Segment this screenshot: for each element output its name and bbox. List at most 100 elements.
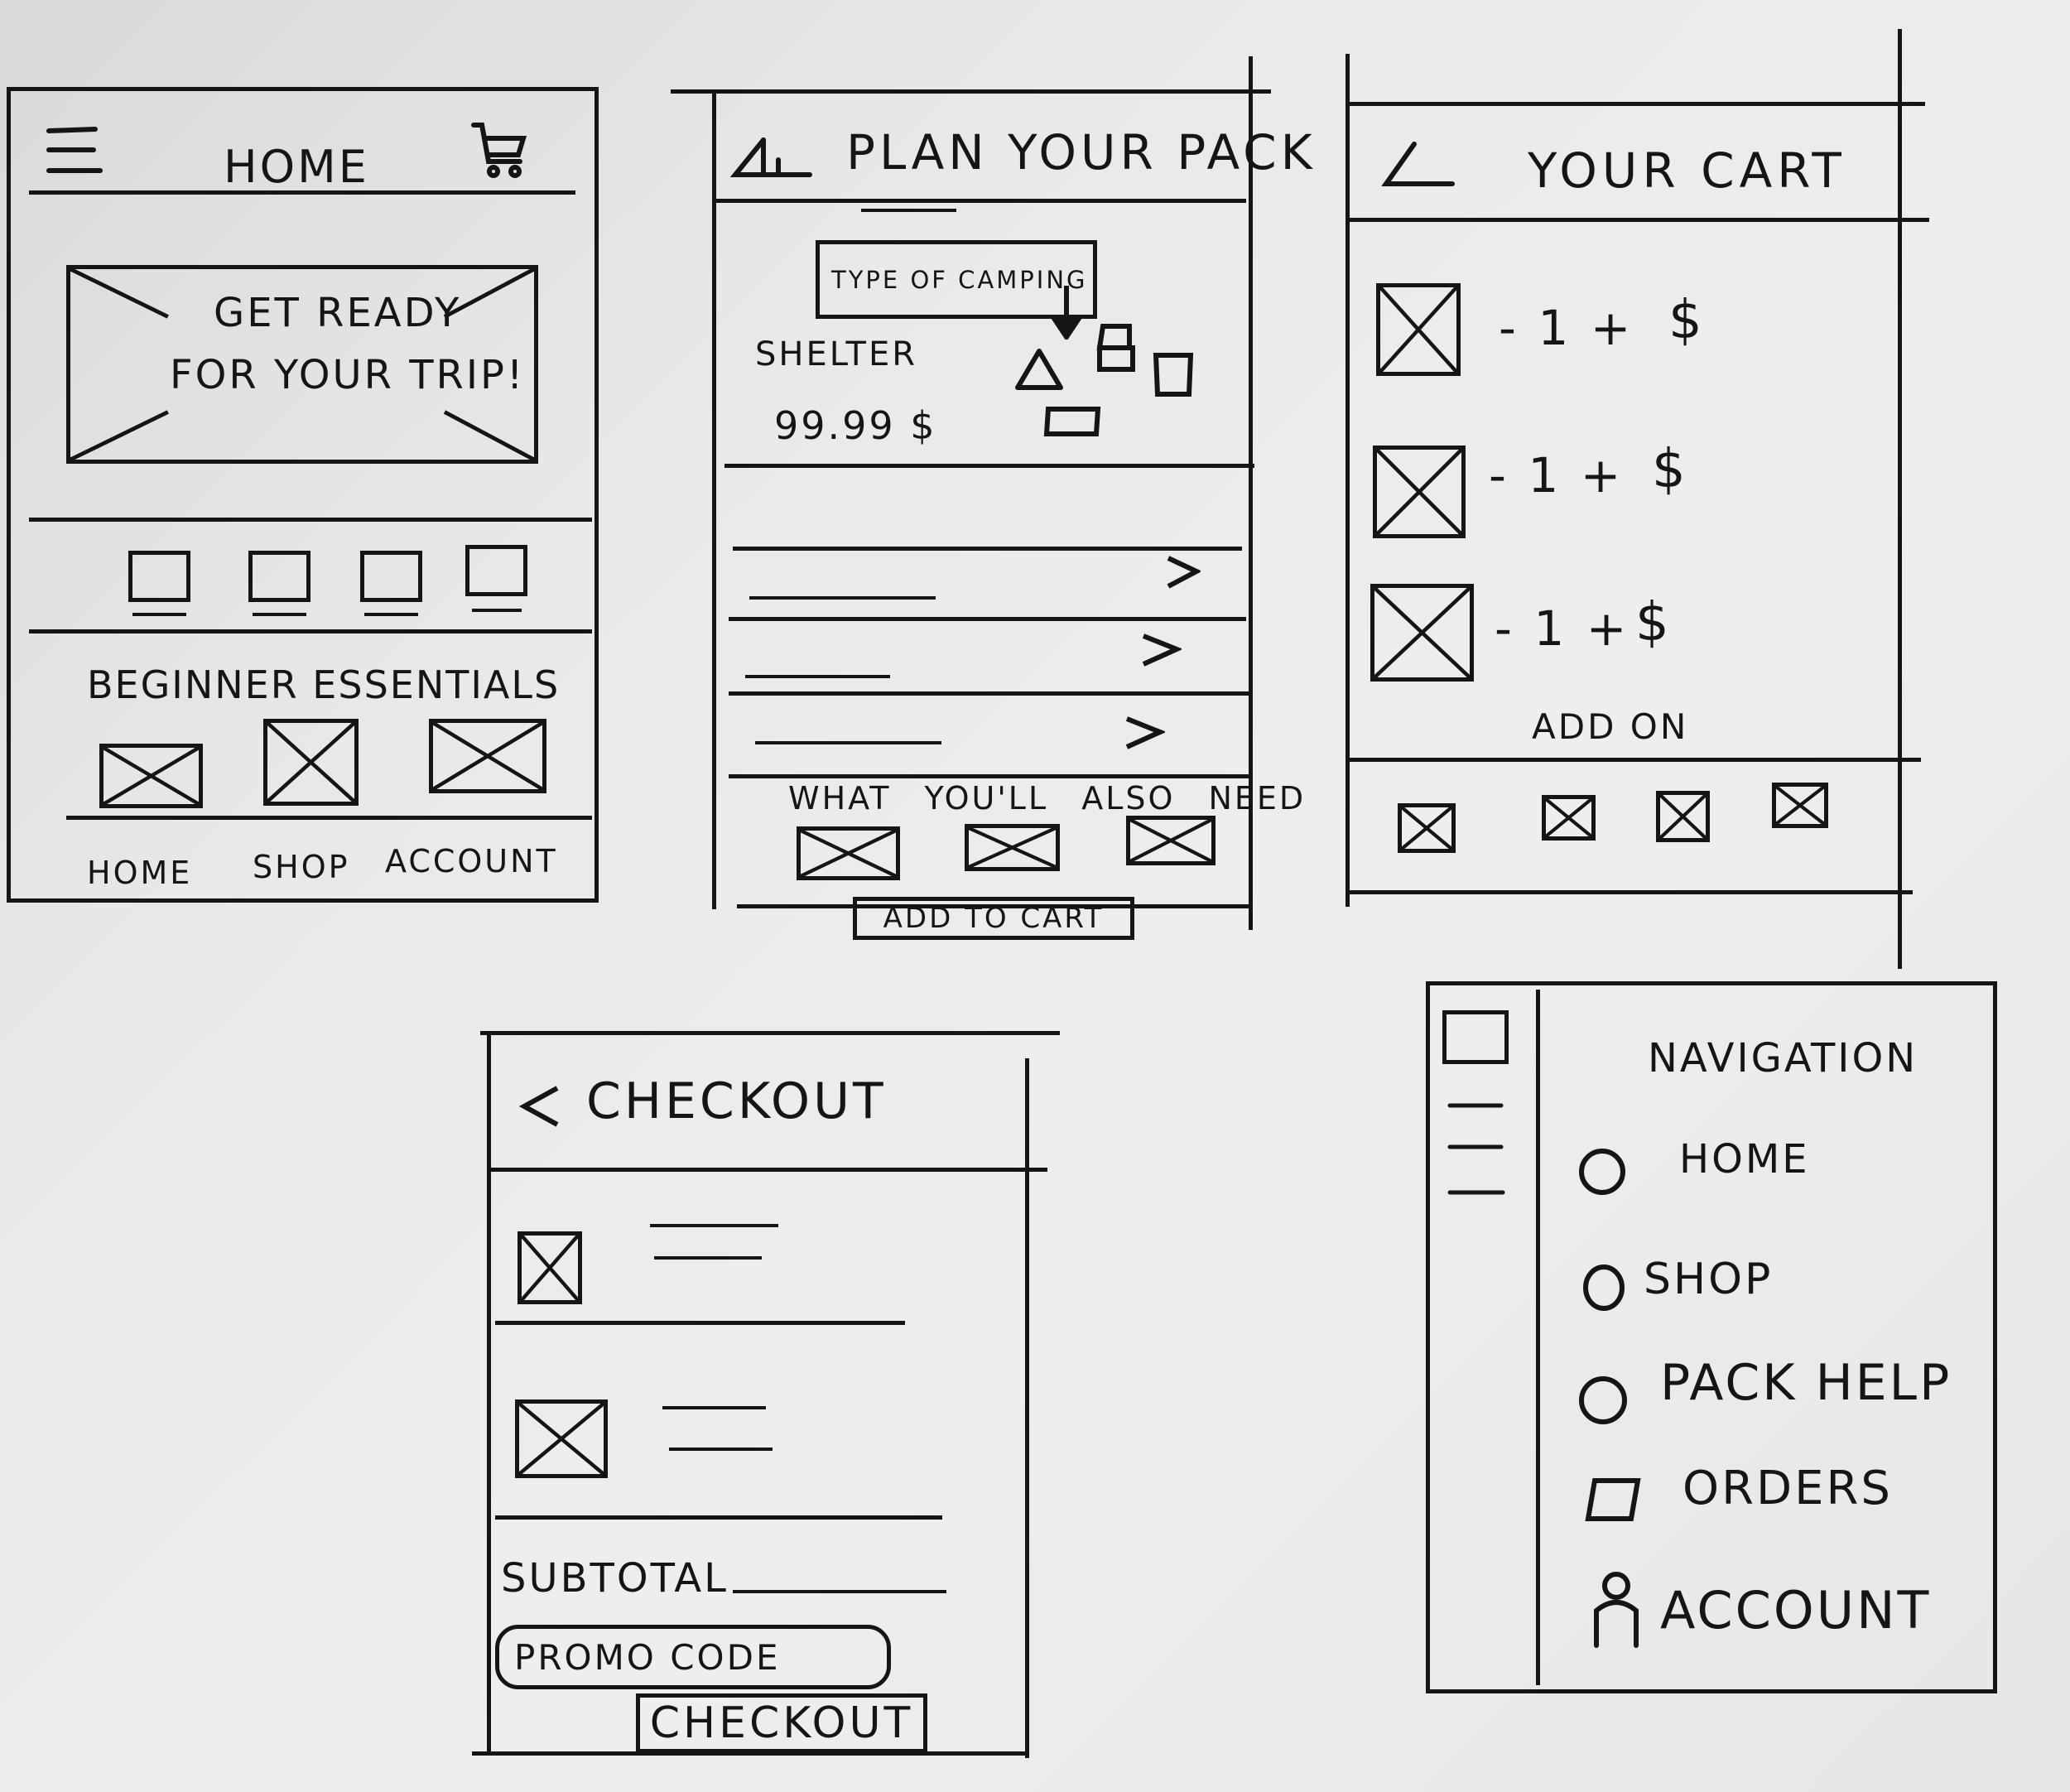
home-product-3[interactable] [429, 719, 546, 793]
nav-orders-label[interactable]: ORDERS [1682, 1462, 1893, 1515]
cart-add-on-divider [1346, 758, 1921, 762]
cart-bottom-line [1346, 890, 1913, 894]
nav-account-person-icon[interactable] [1590, 1569, 1644, 1648]
home-nav-account[interactable]: ACCOUNT [385, 843, 558, 879]
home-hero-divider [29, 518, 592, 522]
dropdown-arrow-icon[interactable] [1050, 286, 1083, 340]
tent-icon[interactable] [1014, 348, 1064, 391]
home-category-3[interactable] [360, 551, 422, 602]
home-category-2[interactable] [248, 551, 310, 602]
home-category-1-label [132, 613, 186, 616]
checkout-button-label: CHECKOUT [649, 1698, 914, 1748]
home-hero-line1: GET READY [214, 290, 462, 336]
plan-list-row-2-chevron-icon[interactable] [1138, 631, 1182, 668]
cart-item-2-image [1373, 446, 1466, 538]
camping-type-dropdown[interactable]: TYPE OF CAMPING [816, 240, 1097, 319]
checkout-button[interactable]: CHECKOUT [636, 1693, 927, 1753]
cart-item-1-image [1376, 283, 1461, 376]
home-nav-shop[interactable]: SHOP [253, 849, 350, 885]
checkout-item-2-detail [669, 1448, 773, 1451]
plan-also-need-title: WHAT YOU'LL ALSO NEED [788, 780, 1307, 817]
plan-list-row-1-chevron-icon[interactable] [1163, 553, 1201, 590]
home-product-2[interactable] [263, 719, 359, 806]
home-page-title: HOME [224, 141, 369, 193]
plan-item-divider [724, 464, 1254, 468]
checkout-items-bottom-divider [495, 1515, 942, 1520]
nav-shop-radio-icon[interactable] [1581, 1263, 1627, 1313]
cart-item-2-quantity-stepper[interactable]: - 1 + [1489, 447, 1625, 503]
checkout-bottom-line [472, 1751, 1028, 1756]
nav-home-radio-icon[interactable] [1577, 1147, 1627, 1197]
checkout-back-chevron-icon[interactable] [518, 1083, 563, 1129]
checkout-page-title: CHECKOUT [586, 1072, 887, 1130]
checkout-item-2-name [662, 1406, 766, 1409]
home-nav-home[interactable]: HOME [87, 855, 193, 891]
plan-also-need-product-2[interactable] [965, 824, 1060, 871]
cart-item-3-image [1370, 584, 1474, 682]
promo-code-input[interactable]: PROMO CODE [495, 1625, 891, 1689]
add-to-cart-button[interactable]: ADD TO CART [853, 897, 1134, 940]
checkout-item-2-image [515, 1399, 608, 1478]
checkout-item-1-name [650, 1224, 778, 1227]
plan-item-price: 99.99 $ [774, 403, 937, 448]
home-category-1[interactable] [128, 551, 190, 602]
cooler-icon[interactable] [1153, 352, 1194, 397]
plan-list-row-1-top [733, 547, 1242, 551]
home-bottom-nav-divider [66, 816, 592, 820]
navigation-logo-placeholder [1442, 1010, 1509, 1064]
plan-item-name: SHELTER [755, 335, 918, 373]
checkout-item-1-image [518, 1231, 582, 1304]
nav-pack-help-radio-icon[interactable] [1577, 1375, 1629, 1426]
cart-icon[interactable] [470, 120, 530, 180]
checkout-header-divider [489, 1168, 1047, 1172]
checkout-right-edge [1025, 1058, 1029, 1758]
home-header-divider [29, 190, 575, 195]
navigation-title: NAVIGATION [1648, 1035, 1918, 1081]
plan-also-need-product-1[interactable] [797, 826, 900, 880]
home-product-1[interactable] [99, 744, 203, 808]
navigation-hamburger-icon[interactable] [1445, 1097, 1507, 1201]
cart-add-on-product-2[interactable] [1542, 795, 1596, 841]
home-section-title: BEGINNER ESSENTIALS [87, 662, 561, 707]
plan-list-bottom [729, 774, 1250, 778]
cart-item-3-price: $ [1635, 592, 1672, 653]
checkout-top-line [480, 1031, 1060, 1035]
nav-shop-label[interactable]: SHOP [1644, 1255, 1774, 1304]
plan-list-row-3-chevron-icon[interactable] [1122, 714, 1165, 751]
back-chevron-icon[interactable] [1381, 141, 1456, 190]
checkout-item-divider [495, 1321, 905, 1325]
cart-left-edge [1346, 54, 1350, 907]
plan-right-edge [1249, 56, 1253, 930]
plan-bottom-line [737, 904, 1250, 908]
checkout-left-edge [487, 1035, 491, 1756]
home-screen [7, 87, 599, 903]
nav-home-label[interactable]: HOME [1679, 1136, 1810, 1183]
backpack-icon[interactable] [1095, 323, 1138, 373]
home-category-2-label [253, 613, 306, 616]
plan-also-need-product-3[interactable] [1126, 816, 1216, 865]
nav-orders-bag-icon[interactable] [1583, 1476, 1641, 1524]
hamburger-menu-icon[interactable] [46, 124, 104, 176]
cart-add-on-product-3[interactable] [1656, 791, 1710, 842]
cart-top-line [1346, 102, 1925, 106]
checkout-subtotal-value [733, 1590, 946, 1593]
promo-code-placeholder: PROMO CODE [514, 1636, 781, 1678]
nav-account-label[interactable]: ACCOUNT [1660, 1580, 1932, 1640]
plan-list-row-1-text [749, 596, 936, 600]
cart-item-1-quantity-stepper[interactable]: - 1 + [1499, 300, 1634, 356]
cart-item-1-price: $ [1668, 290, 1705, 351]
plan-list-row-2-top [729, 617, 1246, 621]
cart-add-on-title: ADD ON [1532, 706, 1689, 747]
back-arrow-icon[interactable] [730, 137, 813, 185]
plan-page-title: PLAN YOUR PACK [846, 124, 1317, 181]
cart-add-on-product-4[interactable] [1772, 783, 1828, 828]
home-category-4-label [472, 609, 522, 612]
home-hero-banner[interactable] [66, 265, 538, 464]
plan-list-row-3-text [755, 741, 941, 744]
cart-add-on-product-1[interactable] [1398, 803, 1456, 853]
home-category-4[interactable] [465, 545, 527, 596]
nav-pack-help-label[interactable]: PACK HELP [1660, 1354, 1952, 1412]
cart-item-3-quantity-stepper[interactable]: - 1 + [1495, 600, 1630, 657]
plan-top-line [671, 89, 1271, 94]
sleeping-pad-icon[interactable] [1043, 404, 1101, 439]
